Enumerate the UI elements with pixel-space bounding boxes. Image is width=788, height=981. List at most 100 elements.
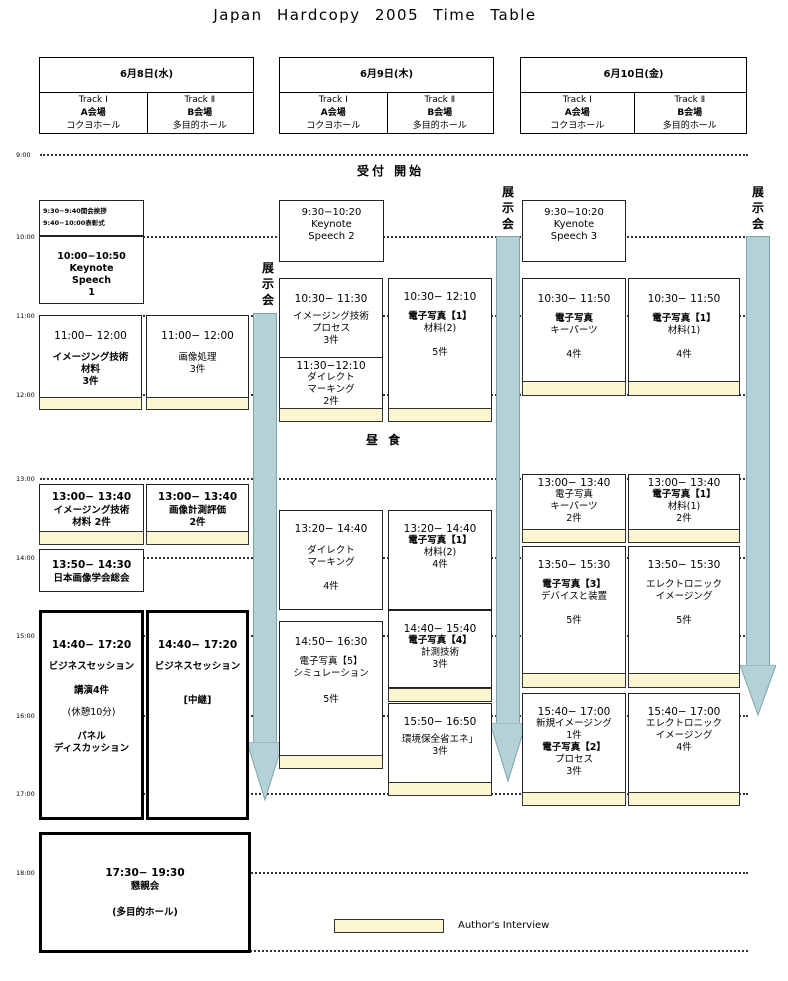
session-count: 3件 [432, 659, 448, 670]
track-2-header: Track Ⅱ B会場 多目的ホール [634, 92, 747, 133]
day-date: 6月10日(金) [521, 58, 746, 93]
exhibit-label: 展示会 [501, 185, 514, 231]
author-interview-slot [146, 531, 249, 545]
session-count: 3件 [323, 335, 339, 346]
author-interview-slot [522, 673, 626, 688]
day-header-2: 6月9日(木) Track Ⅰ A会場 コクヨホール Track Ⅱ B会場 多… [279, 57, 494, 134]
session-time: 11:00− 12:00 [161, 330, 234, 342]
session-count: 2件 [323, 396, 339, 407]
hall-label: B会場 [187, 108, 213, 118]
session-d2-t1-1030: 10:30− 11:30 イメージング技術 プロセス 3件 [279, 278, 383, 358]
time-label: 16:00 [16, 712, 35, 720]
session-d3-t1-1540: 15:40− 17:00 新規イメージング 1件 電子写真【2】 プロセス 3件 [522, 693, 626, 793]
time-label: 15:00 [16, 632, 35, 640]
track-label: Track Ⅱ [184, 95, 216, 105]
grid-line [40, 236, 748, 238]
time-label: 13:00 [16, 475, 35, 483]
session-sub: マーキング [307, 557, 355, 568]
grid-line [40, 478, 748, 480]
session-time: 13:50− 14:30 [51, 559, 132, 571]
session-title: イメージング技術 [52, 352, 129, 363]
keynote-2: 9:30−10:20 Keynote Speech 2 [279, 200, 384, 262]
session-d3-t2-1540: 15:40− 17:00 エレクトロニック イメージング 4件 [628, 693, 740, 793]
session-title: 電子写真【5】 [299, 656, 363, 667]
session-title: Kyenote Speech 3 [550, 219, 598, 242]
author-interview-slot [39, 397, 142, 410]
author-interview-slot [388, 688, 492, 702]
session-d2-t2-1440: 14:40− 15:40 電子写真【4】 計測技術 3件 [388, 610, 492, 688]
legend-label: Author's Interview [458, 920, 550, 931]
exhibit-label: 展示会 [751, 185, 764, 231]
time-label: 9:00 [16, 151, 31, 159]
session-count: 4件 [566, 349, 582, 360]
session-title: ダイレクト [307, 372, 355, 383]
session-title: 電子写真【1】 [652, 489, 716, 500]
opening-line: 9:30−9:40開会挨拶 [43, 207, 107, 215]
track-label: Track Ⅰ [562, 95, 592, 105]
author-interview-slot [628, 673, 740, 688]
session-count: 4件 [676, 349, 692, 360]
session-time: 13:50− 15:30 [647, 559, 721, 571]
day-header-3: 6月10日(金) Track Ⅰ A会場 コクヨホール Track Ⅱ B会場 … [520, 57, 747, 134]
session-sub: 講演4件 [73, 685, 110, 696]
track-2-header: Track Ⅱ B会場 多目的ホール [387, 92, 494, 133]
session-sub: 1件 [566, 730, 582, 741]
time-label: 11:00 [16, 312, 35, 320]
session-title: Keynote Speech 2 [308, 219, 355, 242]
reception-note: 受付 開始 [357, 164, 425, 178]
session-d3-t2-1030: 10:30− 11:50 電子写真【1】 材料(1) 4件 [628, 278, 740, 382]
session-time: 9:30−10:20 [301, 207, 362, 218]
session-d3-t1-1300: 13:00− 13:40 電子写真 キーパーツ 2件 [522, 474, 626, 530]
session-sub: キーパーツ [550, 325, 598, 336]
session-d3-t1-1030: 10:30− 11:50 電子写真 キーパーツ 4件 [522, 278, 626, 382]
session-count: 2件 [566, 513, 582, 524]
track-1-header: Track Ⅰ A会場 コクヨホール [521, 92, 635, 133]
grid-line [250, 950, 748, 952]
session-time: 14:40− 17:20 [51, 639, 132, 651]
session-title: イメージング技術 [293, 311, 369, 322]
hall-sub: コクヨホール [550, 121, 605, 131]
session-time: 10:30− 11:30 [294, 293, 368, 305]
session-count: 5件 [432, 347, 448, 358]
session-count: 3件 [82, 376, 99, 387]
time-label: 10:00 [16, 233, 35, 241]
time-label: 17:00 [16, 790, 35, 798]
session-title: 電子写真【4】 [408, 635, 472, 646]
session-d1-t1-1300: 13:00− 13:40 イメージング技術 材料 2件 [39, 484, 144, 532]
session-count: 3件 [432, 746, 448, 757]
session-count: 4件 [676, 742, 692, 753]
session-sub: [中継] [183, 695, 212, 706]
track-1-header: Track Ⅰ A会場 コクヨホール [40, 92, 148, 133]
hall-sub: 多目的ホール [412, 121, 467, 131]
author-interview-slot [279, 755, 383, 769]
session-sub: (多目的ホール) [112, 907, 178, 918]
session-title: 電子写真【1】 [408, 535, 472, 546]
session-title: エレクトロニック [645, 579, 722, 590]
session-sub: 材料(1) [667, 501, 701, 512]
session-sub: 材料(1) [667, 325, 701, 336]
session-time: 15:40− 17:00 [647, 706, 721, 718]
session-title: 日本画像学会総会 [53, 573, 130, 584]
session-count: 5件 [676, 615, 692, 626]
session-sub: プロセス [311, 323, 350, 334]
track-label: Track Ⅱ [424, 95, 456, 105]
lunch-note: 昼 食 [366, 433, 404, 447]
session-d2-t1-1130: 11:30−12:10 ダイレクト マーキング 2件 [279, 357, 383, 409]
author-interview-slot [522, 381, 626, 396]
author-interview-slot [628, 381, 740, 396]
session-sub: 材料(2) [423, 547, 457, 558]
session-time: 10:30− 11:50 [537, 293, 611, 305]
hall-sub: 多目的ホール [662, 121, 717, 131]
session-d2-t2-1550: 15:50− 16:50 環境保全省エネ」 3件 [388, 703, 492, 783]
session-time: 13:50− 15:30 [537, 559, 611, 571]
author-interview-slot [522, 792, 626, 806]
session-title: イメージング技術 [53, 505, 130, 516]
author-interview-slot [279, 408, 383, 422]
track-2-header: Track Ⅱ B会場 多目的ホール [147, 92, 254, 133]
hall-sub: コクヨホール [306, 121, 361, 131]
session-title: 画像計測評価 [168, 505, 226, 516]
session-sub: マーキング [307, 384, 355, 395]
hall-label: A会場 [564, 108, 590, 118]
hall-label: A会場 [320, 108, 346, 118]
session-sub: キーパーツ [550, 501, 598, 512]
